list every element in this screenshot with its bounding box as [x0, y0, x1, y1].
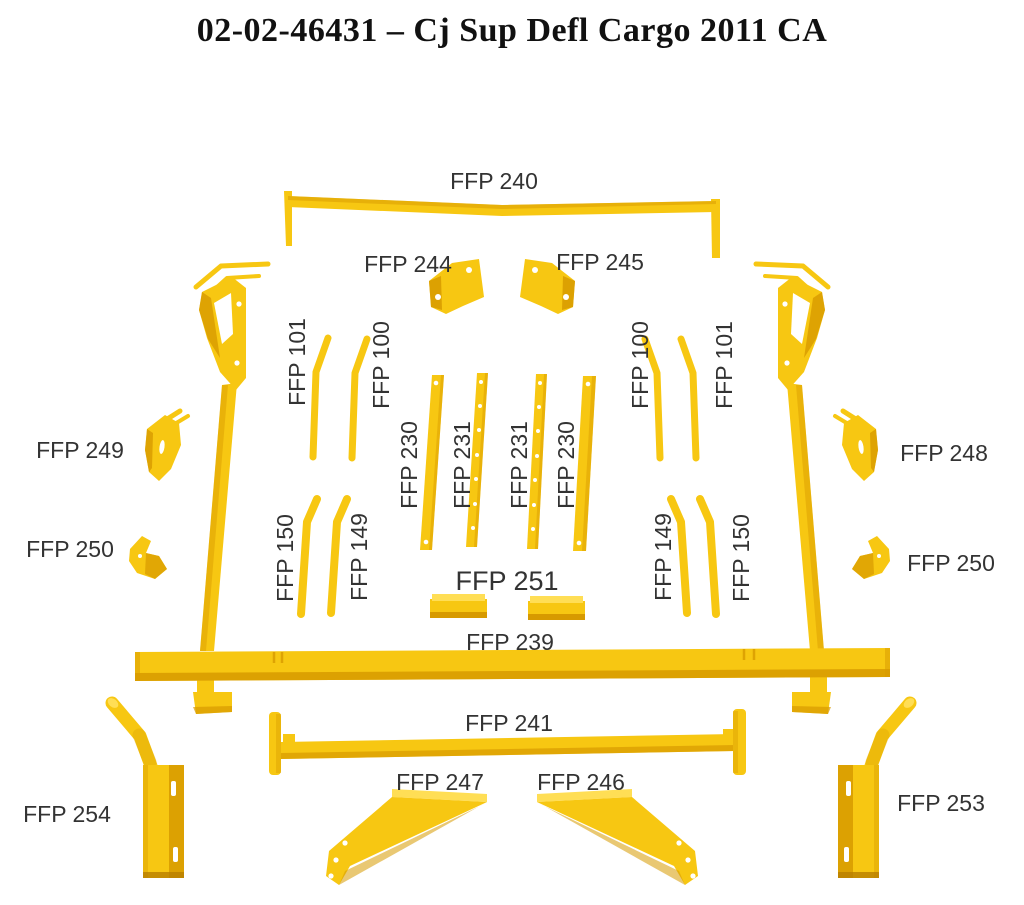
- part-ffp250-clip-left: [129, 536, 167, 579]
- part-ffp254-channel: [106, 696, 184, 878]
- label-ffp251: FFP 251: [455, 566, 558, 596]
- part-ffp239-cross-bar: [135, 648, 890, 681]
- part-ffp250-clip-right: [852, 536, 890, 579]
- label-ffp230-right: FFP 230: [553, 421, 579, 509]
- part-ffp149-rod-right: [667, 495, 691, 617]
- label-ffp245: FFP 245: [556, 249, 644, 275]
- part-ffp101-rod-left: [309, 334, 332, 461]
- part-ffp150-rod-left: [297, 495, 321, 618]
- label-ffp149-right: FFP 149: [650, 513, 676, 601]
- part-ffp230-slat-right: [573, 376, 596, 551]
- label-ffp101-right: FFP 101: [711, 321, 737, 409]
- part-ffp253-channel: [838, 696, 916, 878]
- label-ffp250-left: FFP 250: [26, 536, 114, 562]
- part-frame-post-right: [756, 264, 831, 714]
- label-ffp250-right: FFP 250: [907, 550, 995, 576]
- part-ffp241-lower-rail: [269, 709, 746, 775]
- part-ffp150-rod-right: [696, 495, 720, 618]
- label-ffp240: FFP 240: [450, 168, 538, 194]
- part-ffp247-wing: [326, 789, 487, 885]
- part-ffp231-slat-right: [527, 374, 547, 549]
- part-ffp100-rod-left: [348, 335, 371, 462]
- label-ffp150-right: FFP 150: [728, 514, 754, 602]
- label-ffp241: FFP 241: [465, 710, 553, 736]
- part-ffp101-rod-right: [677, 335, 700, 462]
- part-ffp231-slat-left: [466, 373, 488, 547]
- label-ffp149-left: FFP 149: [346, 513, 372, 601]
- part-ffp149-rod-left: [327, 495, 351, 617]
- label-ffp249: FFP 249: [36, 437, 124, 463]
- part-ffp248-bracket: [835, 411, 878, 481]
- label-ffp231-left: FFP 231: [449, 421, 475, 509]
- label-ffp254: FFP 254: [23, 801, 111, 827]
- part-ffp246-wing: [537, 789, 698, 885]
- label-ffp247: FFP 247: [396, 769, 484, 795]
- part-ffp230-slat-left: [420, 375, 444, 550]
- label-ffp150-left: FFP 150: [272, 514, 298, 602]
- label-ffp101-left: FFP 101: [284, 318, 310, 406]
- part-ffp251-channel-left: [430, 594, 487, 618]
- label-ffp244: FFP 244: [364, 251, 452, 277]
- part-ffp249-bracket: [145, 411, 188, 481]
- part-ffp251-channel-right: [528, 596, 585, 620]
- page-title: 02-02-46431 – Cj Sup Defl Cargo 2011 CA: [196, 12, 828, 49]
- part-ffp240-top-rail: [284, 191, 720, 258]
- label-ffp246: FFP 246: [537, 769, 625, 795]
- label-ffp230-left: FFP 230: [396, 421, 422, 509]
- label-ffp248: FFP 248: [900, 440, 988, 466]
- label-ffp100-right: FFP 100: [627, 321, 653, 409]
- label-ffp100-left: FFP 100: [368, 321, 394, 409]
- part-frame-post-left: [193, 264, 268, 714]
- part-ffp100-rod-right: [641, 335, 664, 462]
- label-ffp231-right: FFP 231: [506, 421, 532, 509]
- label-ffp253: FFP 253: [897, 790, 985, 816]
- label-ffp239: FFP 239: [466, 629, 554, 655]
